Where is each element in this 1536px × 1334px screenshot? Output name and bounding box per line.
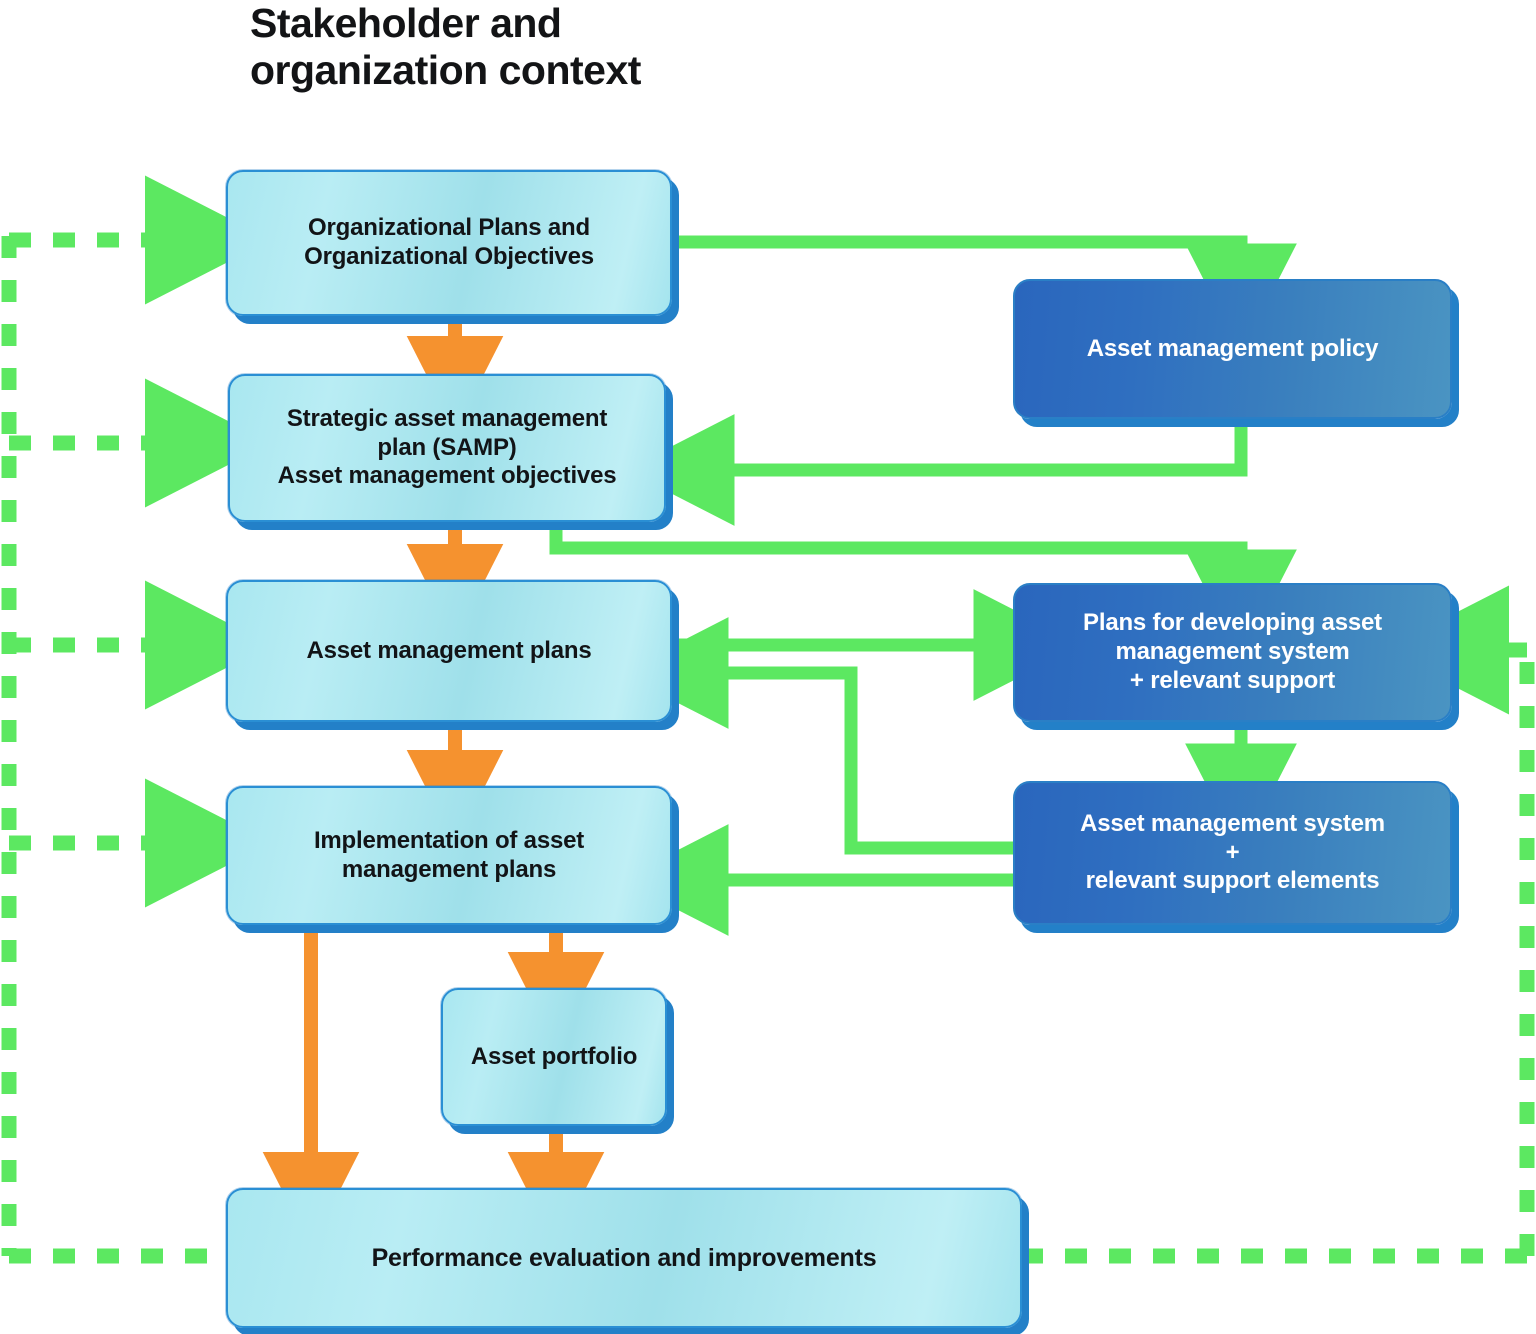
- node-asset-management-system[interactable]: Asset management system + relevant suppo…: [1013, 781, 1452, 925]
- node-organizational-plans[interactable]: Organizational Plans and Organizational …: [226, 170, 672, 316]
- edge-green-samp-devplans: [549, 523, 1297, 659]
- node-label: Implementation of asset management plans: [313, 826, 585, 883]
- node-asset-portfolio[interactable]: Asset portfolio: [441, 988, 667, 1126]
- green-dashed-feeder-heads: [144, 175, 1527, 908]
- node-label: Asset management system + relevant suppo…: [1080, 809, 1385, 895]
- node-label: Strategic asset management plan (SAMP) A…: [277, 404, 617, 490]
- orange-edges: [262, 316, 605, 1248]
- edge-green-policy-samp: [625, 414, 1248, 526]
- node-label: Plans for developing asset management sy…: [1083, 609, 1382, 694]
- node-asset-management-plans[interactable]: Asset management plans: [226, 580, 672, 722]
- edge-green-orgplans-policy: [672, 235, 1297, 353]
- node-asset-management-policy[interactable]: Asset management policy: [1013, 279, 1452, 419]
- node-label: Organizational Plans and Organizational …: [304, 214, 594, 270]
- node-label: Asset management policy: [1086, 334, 1379, 362]
- node-plans-for-developing-system[interactable]: Plans for developing asset management sy…: [1013, 583, 1452, 722]
- node-implementation[interactable]: Implementation of asset management plans: [226, 786, 672, 925]
- green-solid-edges: [549, 235, 1297, 936]
- page-title: Stakeholder and organization context: [250, 0, 641, 93]
- node-performance-evaluation[interactable]: Performance evaluation and improvements: [226, 1188, 1022, 1328]
- edge-green-amsystem-amplans: [619, 617, 1013, 855]
- node-label: Performance evaluation and improvements: [371, 1244, 877, 1272]
- node-samp[interactable]: Strategic asset management plan (SAMP) A…: [228, 374, 666, 522]
- node-label: Asset management plans: [306, 636, 592, 664]
- node-label: Asset portfolio: [470, 1042, 638, 1070]
- green-dashed-feeders: [9, 232, 160, 851]
